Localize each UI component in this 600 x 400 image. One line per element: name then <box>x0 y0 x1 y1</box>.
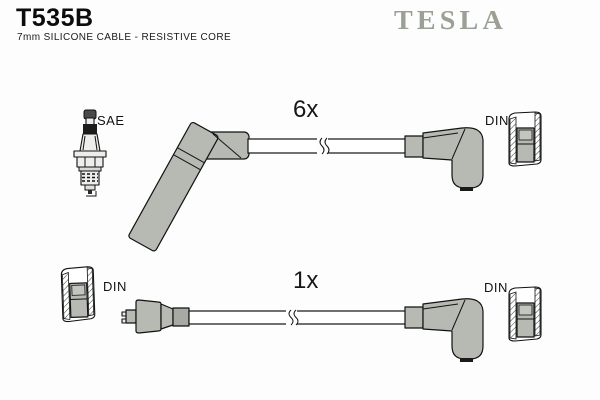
part-number: T535B <box>16 4 94 32</box>
elbow-distributor-boot-icon-top <box>404 127 484 192</box>
straight-coil-boot-icon <box>121 299 190 334</box>
cable-spec-subtitle: 7mm SILICONE CABLE - RESISTIVE CORE <box>17 32 232 43</box>
elbow-distributor-boot-icon-bottom <box>404 298 484 363</box>
top-cable-line <box>247 137 407 156</box>
spark-plug-icon <box>73 109 107 197</box>
din-standard-label-bottom-right: DIN <box>484 280 508 295</box>
bottom-cable-line <box>188 309 407 326</box>
sae-standard-label: SAE <box>97 113 125 128</box>
din-cap-icon-bottom-left <box>60 266 96 323</box>
din-standard-label-bottom-left: DIN <box>103 279 127 294</box>
cable-break-icon <box>317 137 330 156</box>
din-cap-icon-top-right <box>508 111 542 167</box>
din-cap-icon-bottom-right <box>508 286 542 342</box>
angled-plug-boot-icon <box>128 121 250 252</box>
cable-break-icon <box>286 309 299 326</box>
tesla-logo: TESLA <box>394 5 507 35</box>
din-standard-label-top: DIN <box>485 113 509 128</box>
bottom-quantity-label: 1x <box>293 267 319 294</box>
top-quantity-label: 6x <box>293 96 319 123</box>
